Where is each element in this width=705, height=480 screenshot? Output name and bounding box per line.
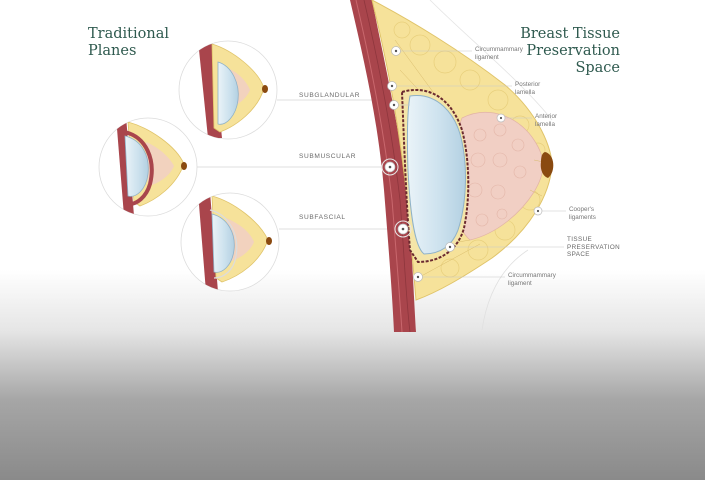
title-right-line-3: Space — [575, 60, 620, 76]
submuscular-diagram — [98, 117, 198, 217]
label-circummammary-ligament-bottom: Circummammary ligament — [508, 272, 556, 287]
title-right-line-2: Preservation — [526, 43, 620, 59]
main-cross-section — [350, 0, 554, 333]
label-text: Anterior — [535, 113, 558, 120]
plane-label-submuscular: SUBMUSCULAR — [299, 153, 357, 160]
subfascial-diagram — [180, 192, 280, 292]
label-text: ligament — [475, 53, 499, 61]
marker-dots — [381, 46, 543, 282]
plane-label-subfascial: SUBFASCIAL — [299, 214, 346, 221]
subglandular-diagram — [178, 40, 278, 140]
label-anterior-lamella: Anterior lamella — [535, 113, 557, 128]
label-text: TISSUE — [567, 236, 593, 243]
tissue-preservation-title: Breast Tissue Preservation Space — [520, 26, 620, 77]
label-text: Circummammary — [508, 272, 556, 279]
label-text: SPACE — [567, 251, 590, 258]
label-text: Posterior — [515, 81, 541, 88]
title-right-line-1: Breast Tissue — [520, 26, 620, 42]
label-text: lamella — [535, 120, 555, 128]
label-text: Cooper's — [569, 206, 595, 213]
title-left-line-2: Planes — [88, 43, 137, 59]
label-text: lamella — [515, 88, 535, 96]
plane-label-subglandular: SUBGLANDULAR — [299, 92, 361, 99]
label-text: ligaments — [569, 213, 596, 221]
label-circummammary-ligament-top: Circummammary ligament — [475, 46, 523, 61]
title-left-line-1: Traditional — [88, 26, 169, 42]
label-text: ligament — [508, 279, 532, 287]
label-text: PRESERVATION — [567, 243, 621, 251]
label-text: Circummammary — [475, 46, 523, 53]
label-pointer-lines — [392, 50, 566, 278]
label-coopers-ligaments: Cooper's ligaments — [569, 206, 596, 221]
label-tissue-preservation-space: TISSUE PRESERVATION SPACE — [567, 236, 620, 259]
label-posterior-lamella: Posterior lamella — [515, 81, 540, 96]
traditional-planes-title: Traditional Planes — [88, 26, 169, 60]
